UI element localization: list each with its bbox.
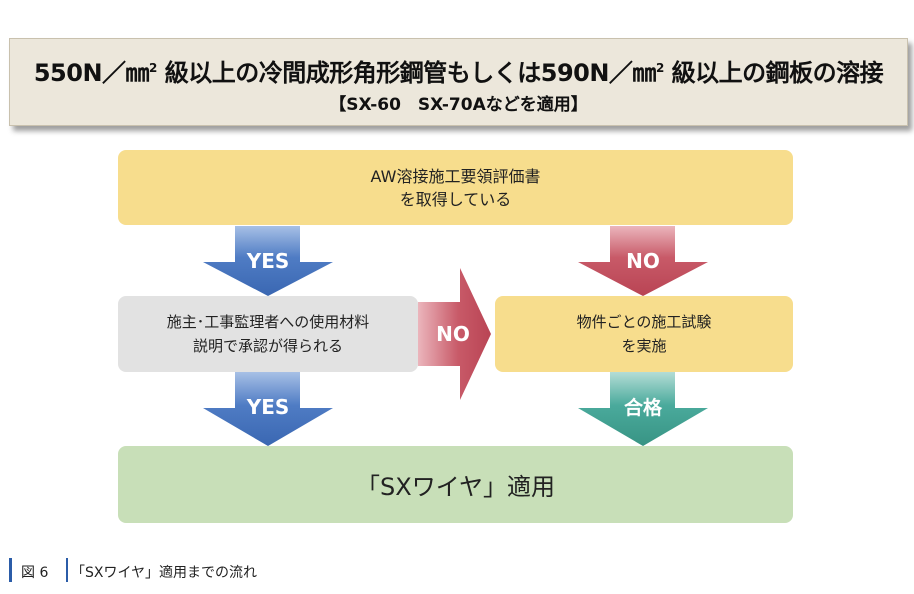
no-arrow-top [578, 226, 708, 296]
caption-accent-bar [9, 558, 12, 582]
title-superscript-2: 2 [655, 61, 664, 75]
no-arrow-middle [418, 268, 491, 400]
step-aw-certificate: AW溶接施工要領評価書 を取得している [118, 150, 793, 225]
title-banner: 550N／㎜2 級以上の冷間成形角形鋼管もしくは590N／㎜2 級以上の鋼板の溶… [9, 38, 908, 126]
no-label-middle: NO [436, 322, 470, 346]
title-text-2: 級以上の冷間成形角形鋼管もしくは590N／㎜ [156, 59, 657, 87]
page-subtitle: 【SX-60 SX-70Aなどを適用】 [329, 95, 588, 115]
yes-label-bottom: YES [246, 395, 290, 419]
page-title: 550N／㎜2 級以上の冷間成形角形鋼管もしくは590N／㎜2 級以上の鋼板の溶… [10, 53, 907, 88]
title-text-1: 550N／㎜ [33, 59, 150, 87]
no-label-top: NO [626, 249, 660, 273]
step-aw-certificate-line2: を取得している [399, 189, 512, 209]
step-construction-test-line1: 物件ごとの施工試験 [576, 313, 712, 331]
result-sx-wire: 「SXワイヤ」適用 [118, 446, 793, 523]
title-text-3: 級以上の鋼板の溶接 [663, 59, 884, 87]
yes-arrow-bottom [203, 372, 333, 446]
yes-label-top: YES [246, 249, 290, 273]
caption-text: 「SXワイヤ」適用までの流れ [71, 565, 258, 581]
step-construction-test-line2: を実施 [621, 337, 667, 355]
yes-arrow-top [203, 226, 333, 296]
result-sx-wire-text: 「SXワイヤ」適用 [356, 473, 555, 501]
pass-label: 合格 [624, 396, 663, 419]
step-owner-approval-line1: 施主･工事監理者への使用材料 [166, 313, 370, 331]
caption-divider [66, 558, 68, 582]
step-owner-approval: 施主･工事監理者への使用材料 説明で承認が得られる [118, 296, 418, 372]
pass-arrow [578, 372, 708, 446]
step-aw-certificate-line1: AW溶接施工要領評価書 [370, 166, 541, 186]
title-superscript-1: 2 [149, 61, 157, 75]
step-owner-approval-line2: 説明で承認が得られる [192, 337, 343, 355]
figure-label: 図 6 [21, 565, 49, 581]
step-construction-test: 物件ごとの施工試験 を実施 [495, 296, 793, 372]
